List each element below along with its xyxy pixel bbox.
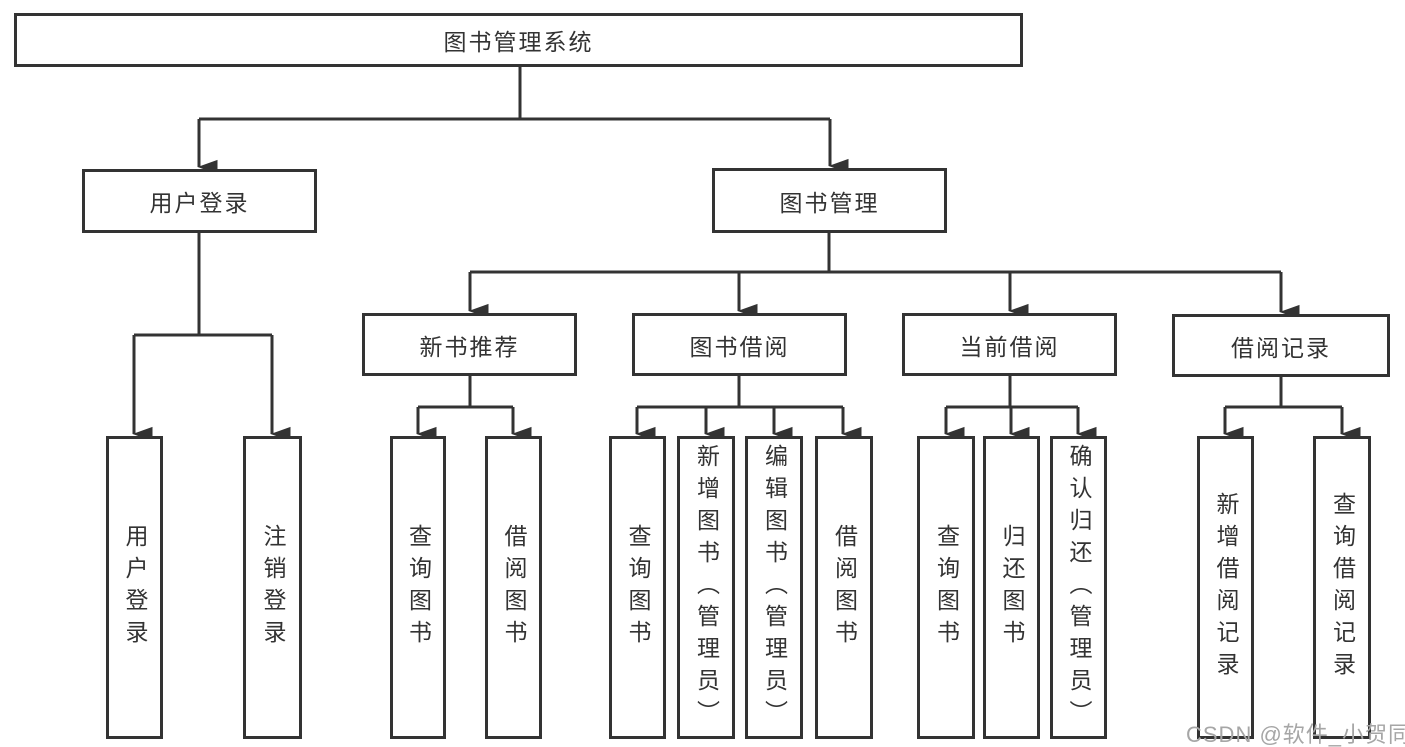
node-borrow-records-label: 借阅记录 xyxy=(1231,334,1331,361)
node-book-borrow: 图书借阅 xyxy=(632,313,847,376)
node-book-management: 图书管理 xyxy=(712,168,947,233)
node-book-borrow-label: 图书借阅 xyxy=(689,333,790,360)
leaf-query-books-3: 查询图书 xyxy=(917,436,975,739)
leaf-query-books-2: 查询图书 xyxy=(609,436,666,739)
leaf-query-books-2-label: 查询图书 xyxy=(625,523,651,652)
node-current-borrow-label: 当前借阅 xyxy=(959,333,1060,360)
leaf-logout-label: 注销登录 xyxy=(260,523,286,652)
leaf-add-borrow-record: 新增借阅记录 xyxy=(1197,436,1254,739)
leaf-query-books-1: 查询图书 xyxy=(390,436,446,739)
leaf-query-books-1-label: 查询图书 xyxy=(405,523,432,652)
node-current-borrow: 当前借阅 xyxy=(902,313,1117,376)
node-borrow-records: 借阅记录 xyxy=(1172,314,1390,377)
leaf-return-books-label: 归还图书 xyxy=(999,523,1025,652)
leaf-edit-books-admin-label: 编辑图书（管理员） xyxy=(761,443,788,732)
node-book-management-label: 图书管理 xyxy=(779,189,880,216)
leaf-borrow-books-2: 借阅图书 xyxy=(815,436,873,739)
leaf-borrow-books-1-label: 借阅图书 xyxy=(501,523,527,652)
csdn-watermark: CSDN @软件_小贺同学 xyxy=(1186,722,1405,747)
leaf-confirm-return-admin: 确认归还（管理员） xyxy=(1050,436,1107,739)
leaf-query-books-3-label: 查询图书 xyxy=(933,523,960,652)
node-user-login-label: 用户登录 xyxy=(149,190,250,216)
leaf-add-borrow-record-label: 新增借阅记录 xyxy=(1213,491,1239,684)
leaf-query-borrow-record-label: 查询借阅记录 xyxy=(1329,491,1356,684)
leaf-borrow-books-1: 借阅图书 xyxy=(485,436,542,739)
leaf-return-books: 归还图书 xyxy=(983,436,1040,739)
node-new-book-recommend: 新书推荐 xyxy=(362,313,577,376)
leaf-query-borrow-record: 查询借阅记录 xyxy=(1313,436,1371,739)
leaf-borrow-books-2-label: 借阅图书 xyxy=(831,523,858,652)
node-root-label: 图书管理系统 xyxy=(443,29,594,55)
leaf-add-books-admin-label: 新增图书（管理员） xyxy=(693,443,720,732)
leaf-logout: 注销登录 xyxy=(243,436,302,739)
node-root: 图书管理系统 xyxy=(14,13,1023,67)
leaf-user-login: 用户登录 xyxy=(106,436,163,739)
leaf-confirm-return-admin-label: 确认归还（管理员） xyxy=(1066,443,1092,732)
leaf-user-login-label: 用户登录 xyxy=(122,523,148,652)
leaf-edit-books-admin: 编辑图书（管理员） xyxy=(745,436,803,739)
node-user-login: 用户登录 xyxy=(82,169,317,233)
leaf-add-books-admin: 新增图书（管理员） xyxy=(677,436,735,739)
node-new-book-recommend-label: 新书推荐 xyxy=(419,333,520,360)
